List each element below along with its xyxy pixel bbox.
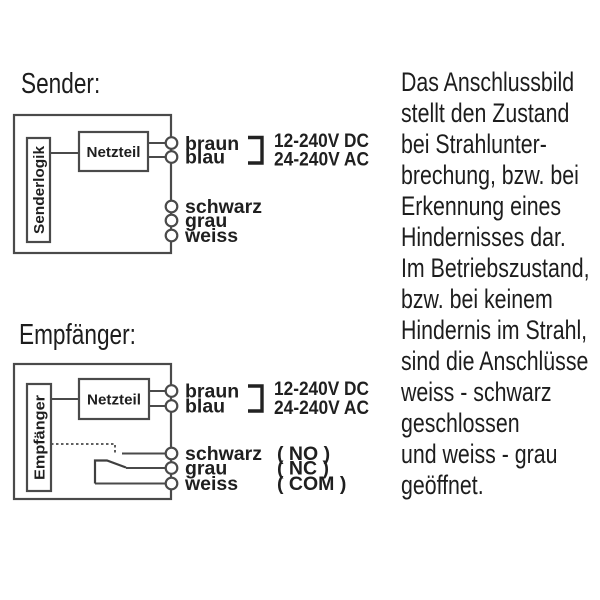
description-line: Im Betriebszustand, — [401, 253, 590, 283]
sender-housing-outline — [12, 113, 173, 255]
description-line: und weiss - grau — [401, 439, 558, 469]
terminal-braun — [164, 384, 179, 398]
relay-actuation-dashed-line — [51, 443, 116, 455]
description-line: Erkennung eines — [401, 191, 562, 221]
relay-switch-symbol — [93, 459, 127, 484]
terminal-weiss — [164, 228, 179, 243]
description-line: brechung, bzw. bei — [401, 160, 579, 190]
wire-label-grau: grau — [185, 210, 227, 232]
description-line: Hindernisses dar. — [401, 222, 566, 252]
terminal-braun — [164, 136, 179, 150]
receiver-psu-label: Netzteil — [87, 392, 141, 409]
voltage-dc-label: 12-240V DC — [274, 130, 369, 152]
voltage-bracket — [248, 384, 264, 413]
sender-heading: Sender: — [21, 68, 101, 100]
contact-label-com: ( COM ) — [277, 473, 346, 495]
description-line: stellt den Zustand — [401, 98, 570, 128]
description-line: bei Strahlunter- — [401, 129, 547, 159]
voltage-bracket — [248, 135, 264, 165]
receiver-housing-outline — [12, 362, 173, 501]
sender-logic-label: Senderlogik — [31, 145, 48, 234]
wire-label-grau: grau — [185, 458, 227, 480]
description-line: bzw. bei keinem — [401, 284, 553, 314]
description-line: weiss - schwarz — [401, 377, 552, 407]
receiver-logic-box — [25, 382, 53, 493]
receiver-wiring-diagram: Empfänger Netzteil braun blau schwarz gr… — [12, 362, 369, 501]
wire-label-weiss: weiss — [184, 225, 238, 247]
wire-label-blau: blau — [185, 396, 225, 418]
terminal-schwarz — [164, 199, 179, 214]
description-line: Das Anschlussbild — [401, 67, 575, 97]
wire-label-schwarz: schwarz — [185, 196, 262, 218]
sender-psu-label: Netzteil — [87, 144, 141, 161]
sender-wiring-diagram: Senderlogik Netzteil braun blau schwarz … — [12, 113, 369, 255]
terminal-weiss — [164, 476, 179, 491]
terminal-blau — [164, 150, 179, 164]
terminal-blau — [164, 399, 179, 413]
receiver-logic-label: Empfänger — [32, 395, 49, 480]
description-line: geöffnet. — [401, 470, 484, 500]
terminal-schwarz — [164, 446, 179, 461]
wire-label-weiss: weiss — [184, 473, 238, 495]
receiver-heading: Empfänger: — [19, 319, 136, 351]
wire-label-braun: braun — [185, 381, 239, 403]
description-text: Das Anschlussbild stellt den Zustand bei… — [401, 67, 599, 501]
description-line: geschlossen — [401, 408, 520, 438]
wire-label-blau: blau — [185, 147, 225, 169]
contact-label-no: ( NO ) — [277, 443, 330, 465]
contact-label-nc: ( NC ) — [277, 458, 329, 480]
wire-label-schwarz: schwarz — [185, 443, 262, 465]
voltage-ac-label: 24-240V AC — [274, 149, 369, 171]
terminal-grau — [164, 461, 179, 475]
voltage-dc-label: 12-240V DC — [274, 378, 369, 400]
description-line: sind die Anschlüsse — [401, 346, 589, 376]
description-line: Hindernis im Strahl, — [401, 315, 588, 345]
sender-psu-box — [77, 130, 150, 173]
voltage-ac-label: 24-240V AC — [274, 397, 369, 419]
terminal-grau — [164, 213, 179, 228]
wire-label-braun: braun — [185, 133, 239, 155]
sender-logic-box — [25, 136, 52, 244]
